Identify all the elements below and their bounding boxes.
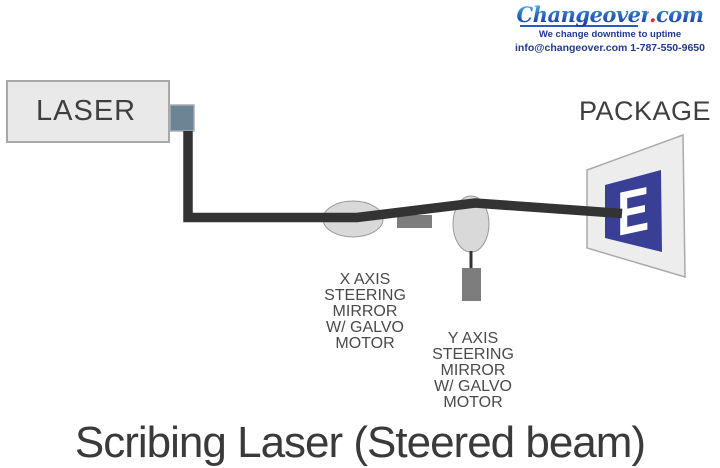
y-galvo-motor xyxy=(462,268,481,301)
logo-tagline: We change downtime to uptime xyxy=(538,29,682,40)
laser-label: LASER xyxy=(36,95,137,127)
brand-underline xyxy=(520,25,638,27)
brand-logo: Changeover.com xyxy=(514,2,706,27)
brand-tld: com xyxy=(655,2,704,27)
page-title: Scribing Laser (Steered beam) xyxy=(74,418,646,467)
package-letter: E xyxy=(617,173,649,250)
brand-name: Changeover xyxy=(516,2,650,27)
package-letter-group: E xyxy=(617,173,649,250)
package-blue-face xyxy=(605,170,662,252)
laser-box: LASER xyxy=(6,80,170,143)
brand-dot-icon: . xyxy=(649,2,656,27)
logo-contact: info@changeover.com 1-787-550-9650 xyxy=(515,42,705,54)
logo-block: Changeover.com We change downtime to upt… xyxy=(514,2,706,55)
laser-beam xyxy=(183,131,623,223)
x-mirror-label: X AXIS STEERING MIRROR W/ GALVO MOTOR xyxy=(324,271,406,352)
package-label: PACKAGE xyxy=(579,96,712,126)
laser-connector xyxy=(169,104,195,132)
y-mirror-label: Y AXIS STEERING MIRROR W/ GALVO MOTOR xyxy=(432,330,514,411)
x-galvo-motor xyxy=(397,215,432,228)
